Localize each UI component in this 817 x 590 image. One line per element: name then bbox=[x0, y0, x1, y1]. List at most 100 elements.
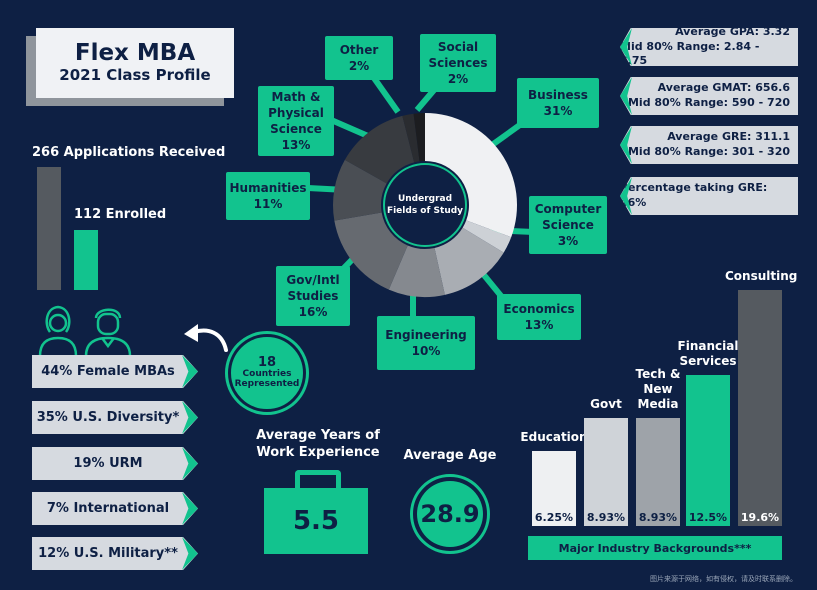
stat-range: Mid 80% Range: 590 - 720 bbox=[627, 96, 790, 109]
industry-bar-value: 6.25% bbox=[534, 511, 574, 524]
industry-bar-label: Education bbox=[520, 430, 588, 444]
industry-bar-consulting: 19.6% bbox=[738, 290, 782, 526]
industry-bar-value: 19.6% bbox=[740, 511, 780, 524]
field-humanities: Humanities 11% bbox=[226, 172, 310, 220]
industry-bar-label: Tech & New Media bbox=[635, 367, 681, 411]
field-gov-intl-studies: Gov/Intl Studies 16% bbox=[276, 266, 350, 326]
industry-bar-tech-new-media: 8.93% bbox=[636, 418, 680, 526]
connector-other bbox=[371, 76, 401, 114]
industry-bar-value: 12.5% bbox=[688, 511, 728, 524]
donut-slice-social-sciences bbox=[413, 113, 425, 162]
industry-caption: Major Industry Backgrounds*** bbox=[528, 536, 782, 560]
enrolled-bar bbox=[74, 230, 98, 290]
industry-bar-value: 8.93% bbox=[638, 511, 678, 524]
donut-center-label: Undergrad Fields of Study bbox=[383, 163, 467, 247]
ribbon-international: 7% International bbox=[32, 492, 198, 525]
donut-slice-math-physical-science bbox=[344, 115, 415, 184]
industry-chart: Major Industry Backgrounds*** 6.25% Educa… bbox=[500, 260, 800, 560]
donut-slice-gov-intl-studies bbox=[334, 212, 408, 290]
applications-bar bbox=[37, 167, 61, 290]
industry-bar-education: 6.25% bbox=[532, 451, 576, 526]
footnote: 图片来源于网络，如有侵权，请及时联系删除。 bbox=[650, 575, 797, 583]
applications-label: 266 Applications Received bbox=[32, 145, 226, 160]
stat-range: Mid 80% Range: 301 - 320 bbox=[627, 145, 790, 158]
field-business: Business 31% bbox=[517, 78, 599, 128]
industry-bar-govt: 8.93% bbox=[584, 418, 628, 526]
stat-line: Percentage taking GRE: 46% bbox=[620, 181, 768, 209]
donut-slice-economics bbox=[434, 227, 504, 295]
ribbon-label: 7% International bbox=[46, 501, 170, 516]
industry-bar-label: Consulting bbox=[725, 269, 798, 283]
countries-badge: 18 Countries Represented bbox=[228, 334, 306, 412]
field-pct: 2% bbox=[348, 59, 370, 73]
work-experience-value: 5.5 bbox=[292, 506, 340, 536]
average-age-badge: 28.9 bbox=[410, 474, 490, 554]
field-name: Computer Science bbox=[534, 201, 602, 232]
industry-bar-financial-services: 12.5% bbox=[686, 375, 730, 526]
field-name: Math & Physical Science bbox=[268, 89, 324, 136]
briefcase-handle-icon bbox=[295, 470, 341, 492]
average-age-value: 28.9 bbox=[417, 481, 483, 547]
donut-slice-other bbox=[402, 113, 420, 163]
field-name: Economics bbox=[503, 301, 575, 316]
field-engineering: Engineering 10% bbox=[377, 316, 475, 370]
briefcase-icon: 5.5 bbox=[264, 488, 368, 554]
countries-text: Countries Represented bbox=[234, 369, 300, 390]
average-age-label: Average Age bbox=[403, 448, 497, 463]
people-icon bbox=[38, 305, 132, 356]
stat-gmat: Average GMAT: 656.6 Mid 80% Range: 590 -… bbox=[620, 77, 798, 115]
field-name: Engineering bbox=[385, 327, 467, 342]
field-pct: 13% bbox=[281, 138, 311, 153]
work-experience-label: Average Years of Work Experience bbox=[256, 428, 380, 460]
field-pct: 10% bbox=[411, 344, 441, 358]
ribbon-female-mbas: 44% Female MBAs bbox=[32, 355, 198, 388]
field-name: Humanities bbox=[229, 180, 307, 195]
title-card: Flex MBA 2021 Class Profile bbox=[36, 28, 234, 98]
field-other: Other 2% bbox=[325, 36, 393, 80]
countries-number: 18 bbox=[257, 354, 277, 370]
donut-slice-business bbox=[425, 113, 517, 238]
enrolled-label: 112 Enrolled bbox=[74, 207, 167, 222]
connector-social-sciences bbox=[414, 88, 437, 112]
field-name: Other bbox=[339, 42, 379, 57]
donut-slice-engineering bbox=[388, 245, 445, 297]
field-name: Social Sciences bbox=[428, 39, 488, 70]
stat-gpa: Average GPA: 3.32 Mid 80% Range: 2.84 - … bbox=[620, 28, 798, 66]
industry-bar-value: 8.93% bbox=[586, 511, 626, 524]
field-pct: 31% bbox=[543, 104, 573, 118]
ribbon-us-military: 12% U.S. Military** bbox=[32, 537, 198, 570]
field-social-sciences: Social Sciences 2% bbox=[420, 34, 496, 92]
field-pct: 2% bbox=[447, 72, 469, 87]
stat-gre-percentage: Percentage taking GRE: 46% bbox=[620, 177, 798, 215]
page-subtitle: 2021 Class Profile bbox=[59, 65, 211, 84]
field-economics: Economics 13% bbox=[497, 294, 581, 340]
ribbon-label: 12% U.S. Military** bbox=[38, 546, 178, 561]
stat-line: Average GPA: 3.32 bbox=[675, 24, 790, 38]
ribbon-us-diversity: 35% U.S. Diversity* bbox=[32, 401, 198, 434]
ribbon-label: 44% Female MBAs bbox=[41, 364, 175, 379]
donut-slice-computer-science bbox=[462, 220, 512, 253]
field-pct: 11% bbox=[253, 197, 283, 211]
field-name: Business bbox=[528, 87, 588, 102]
field-computer-science: Computer Science 3% bbox=[529, 196, 607, 254]
stat-gre: Average GRE: 311.1 Mid 80% Range: 301 - … bbox=[620, 126, 798, 164]
industry-bar-label: Financial Services bbox=[677, 339, 739, 368]
field-name: Gov/Intl Studies bbox=[286, 272, 340, 303]
field-pct: 3% bbox=[557, 234, 579, 249]
ribbon-label: 19% URM bbox=[73, 456, 143, 471]
field-pct: 16% bbox=[298, 305, 328, 320]
field-math-physical-science: Math & Physical Science 13% bbox=[258, 86, 334, 156]
stat-line: Average GMAT: 656.6 bbox=[657, 81, 790, 95]
curved-arrow-icon bbox=[184, 324, 228, 352]
industry-bar-label: Govt bbox=[590, 397, 622, 411]
stat-range: Mid 80% Range: 2.84 - 3.75 bbox=[620, 39, 760, 68]
title-block: Flex MBA 2021 Class Profile bbox=[26, 28, 234, 106]
ribbon-label: 35% U.S. Diversity* bbox=[36, 410, 180, 425]
page-title: Flex MBA bbox=[74, 39, 196, 66]
stat-line: Average GRE: 311.1 bbox=[667, 130, 790, 144]
field-pct: 13% bbox=[524, 318, 554, 332]
donut-slice-humanities bbox=[333, 159, 387, 221]
ribbon-urm: 19% URM bbox=[32, 447, 198, 480]
undergrad-donut-chart bbox=[333, 113, 517, 297]
